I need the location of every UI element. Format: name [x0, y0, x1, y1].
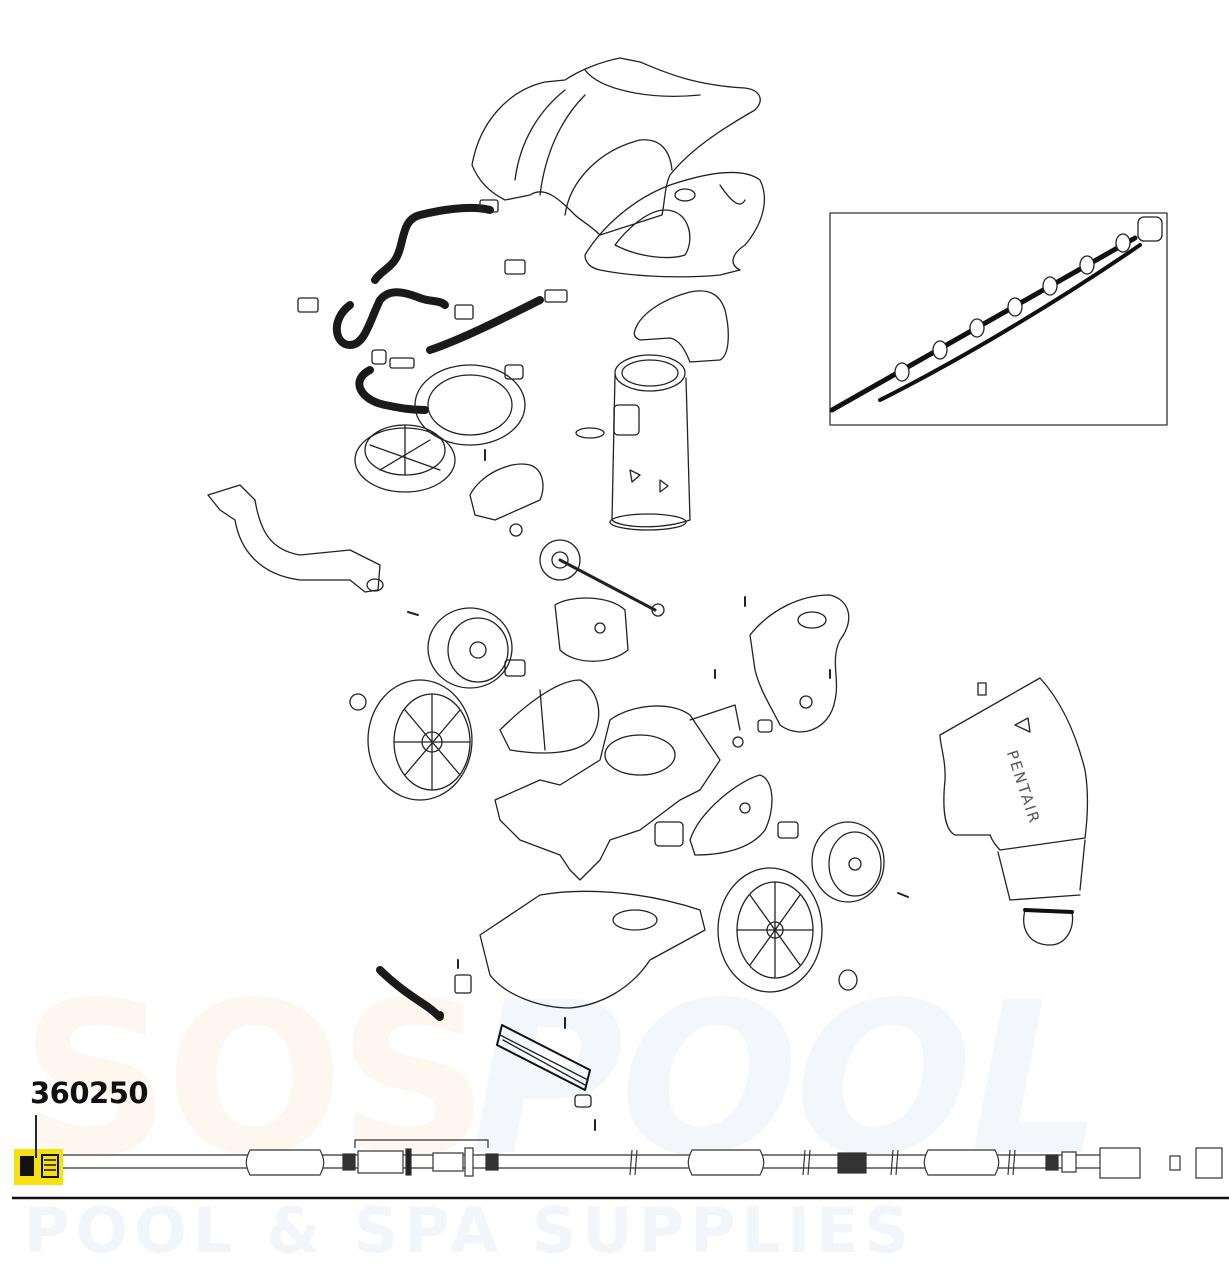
rear-wheel-large[interactable]: [367, 679, 473, 801]
inset-box: [829, 212, 1168, 426]
turbine-housing[interactable]: [354, 424, 456, 493]
feed-hose-assembly[interactable]: [62, 1139, 1223, 1179]
exploded-diagram: [12, 57, 1229, 1200]
wheel-bushing-left[interactable]: [349, 693, 367, 711]
hubcap[interactable]: [838, 969, 858, 991]
side-cover-left[interactable]: [499, 679, 600, 754]
chassis-frame[interactable]: [494, 704, 741, 881]
highlighted-part-360250[interactable]: [14, 1115, 63, 1185]
roller-shaft[interactable]: [829, 216, 1163, 413]
part-number-label: 360250: [30, 1076, 149, 1110]
front-shell[interactable]: [584, 171, 765, 278]
screws: [407, 449, 909, 1131]
roller-clip[interactable]: [574, 1094, 592, 1108]
bag-lid[interactable]: [633, 290, 729, 363]
rear-wheel-small[interactable]: [427, 607, 513, 689]
debris-canister[interactable]: [609, 354, 691, 531]
gearbox[interactable]: [554, 597, 629, 662]
hose-adapter-lower[interactable]: [376, 966, 472, 1021]
bearing-sleeve-left[interactable]: [504, 659, 526, 677]
bearing-sleeve-right[interactable]: [777, 821, 799, 839]
debris-bag[interactable]: [939, 677, 1089, 946]
gear-cover[interactable]: [469, 463, 544, 521]
o-ring[interactable]: [732, 736, 744, 748]
internal-hoses[interactable]: [332, 203, 1142, 414]
drive-shaft[interactable]: [509, 523, 665, 617]
hose-fittings[interactable]: [297, 199, 568, 369]
motor-module[interactable]: [654, 821, 684, 847]
top-shell[interactable]: [471, 57, 761, 236]
front-nose-cover[interactable]: [749, 594, 850, 733]
oval-gasket[interactable]: [575, 427, 605, 439]
side-cover-right[interactable]: [689, 774, 773, 856]
front-wheel-small[interactable]: [811, 821, 885, 903]
front-wheel-large[interactable]: [717, 867, 823, 993]
swivel-arm[interactable]: [207, 484, 384, 593]
base-body[interactable]: [479, 890, 706, 1009]
tire-plug[interactable]: [757, 719, 773, 733]
ring-manifold[interactable]: [414, 364, 526, 446]
brush-roller[interactable]: [496, 1024, 591, 1091]
